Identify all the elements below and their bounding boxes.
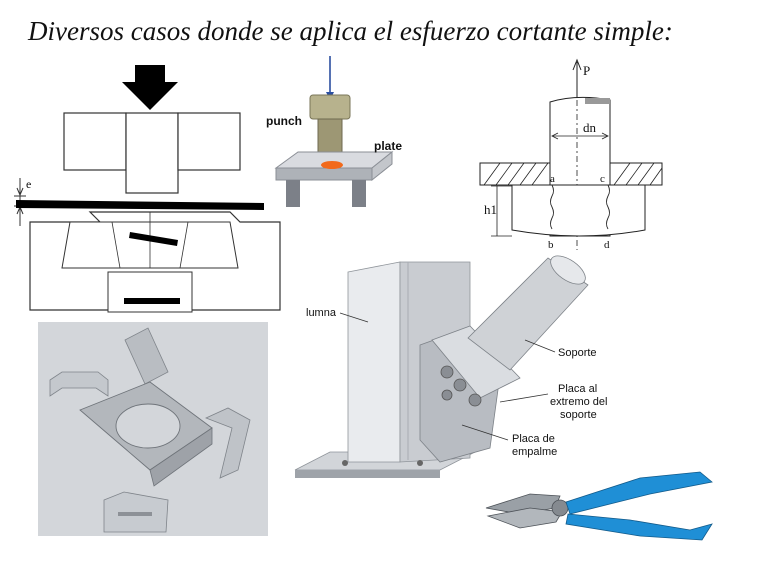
page-title: Diversos casos donde se aplica el esfuer… <box>28 16 673 46</box>
metal-brackets-photo <box>38 322 268 536</box>
end-plate-label-line2: extremo del <box>550 396 607 408</box>
point-b-label: b <box>548 239 554 251</box>
shear-press-diagram: e <box>14 65 281 313</box>
column-label: lumna <box>306 307 337 319</box>
force-label: P <box>583 63 590 78</box>
punch-plate-diagram: punch plate <box>266 56 402 207</box>
point-c-label: c <box>600 173 605 185</box>
thickness-label: e <box>26 177 31 191</box>
plate-label: plate <box>374 139 402 153</box>
point-a-label: a <box>550 173 555 185</box>
punch-label: punch <box>266 114 302 128</box>
height-label: h1 <box>484 202 497 217</box>
support-label: Soporte <box>558 347 597 359</box>
column-support-diagram: lumna Soporte Placa al extremo del sopor… <box>294 255 607 478</box>
end-plate-label-line1: Placa al <box>558 383 597 395</box>
diameter-label: dn <box>583 120 597 135</box>
point-d-label: d <box>604 239 610 251</box>
pliers-icon <box>485 471 713 541</box>
splice-plate-label-line2: empalme <box>512 446 557 458</box>
punch-hole <box>321 161 343 169</box>
end-plate-label-line3: soporte <box>560 409 597 421</box>
bolt-shear-diagram: P dn h1 a c b d <box>479 58 663 251</box>
splice-plate-label-line1: Placa de <box>512 433 555 445</box>
down-arrow-icon <box>122 65 178 110</box>
